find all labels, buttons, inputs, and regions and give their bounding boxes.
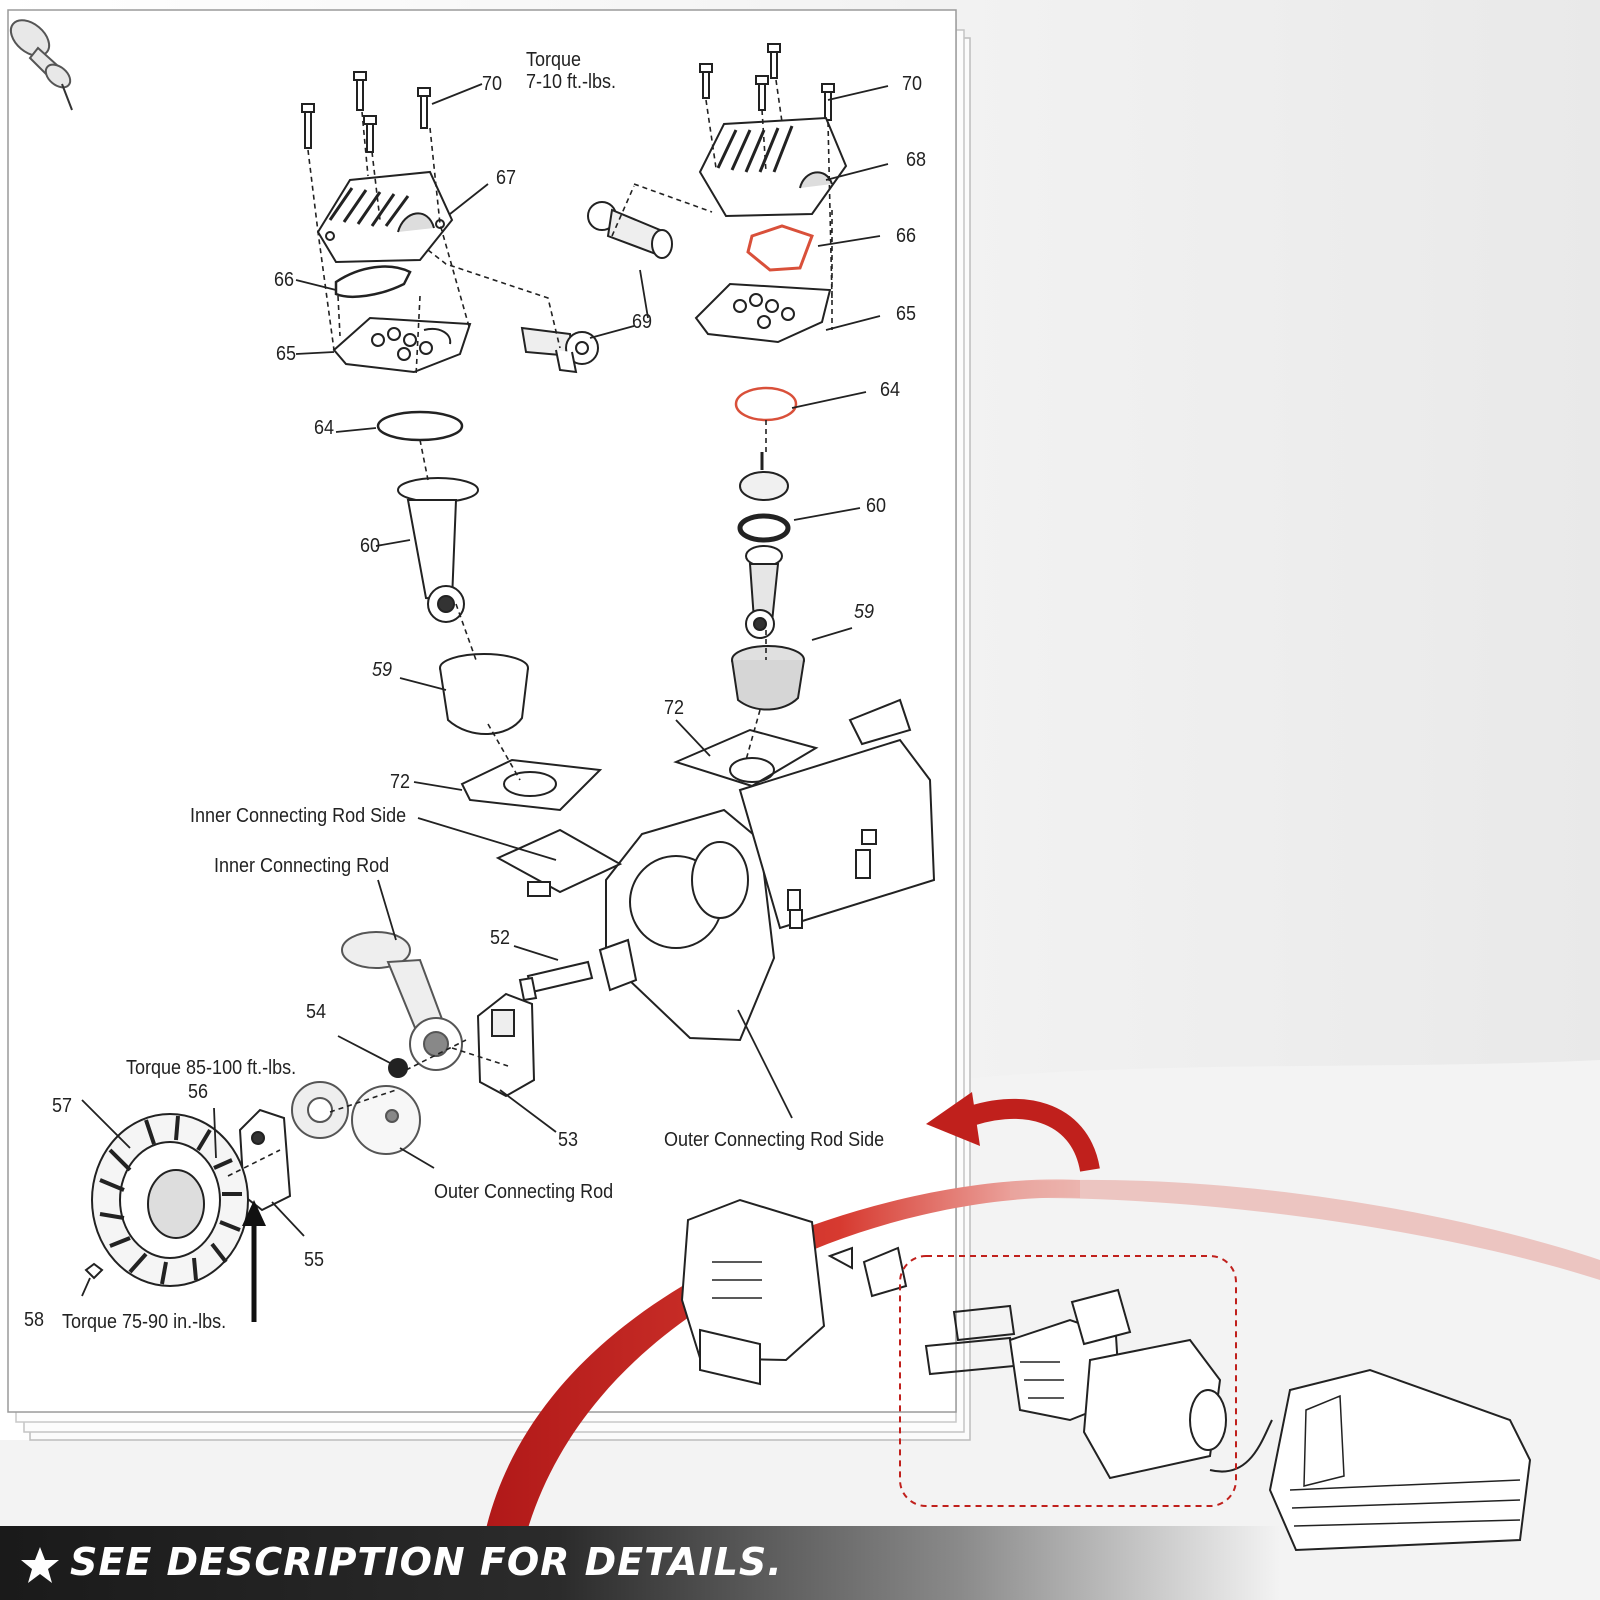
right-label-66: 66 bbox=[896, 225, 917, 247]
label-55: 55 bbox=[304, 1249, 325, 1271]
torque-75-90-label: Torque 75-90 in.-lbs. bbox=[62, 1311, 227, 1333]
red-arrow-head bbox=[926, 1092, 980, 1146]
right-gasket-66 bbox=[746, 224, 814, 272]
right-piston-parts bbox=[731, 452, 805, 711]
left-label-65: 65 bbox=[276, 343, 297, 365]
inset-highlight-box bbox=[899, 1255, 1237, 1507]
left-label-59: 59 bbox=[372, 659, 393, 681]
right-label-64: 64 bbox=[880, 379, 901, 401]
right-cylinder-head bbox=[698, 116, 848, 218]
push-pin-icon bbox=[9, 19, 73, 111]
dashed-guides bbox=[227, 79, 833, 1177]
label-52: 52 bbox=[490, 927, 511, 949]
right-valve-plate-65 bbox=[694, 282, 832, 344]
left-label-60: 60 bbox=[360, 535, 381, 557]
right-label-70: 70 bbox=[902, 73, 923, 95]
torque-top-line1: Torque bbox=[526, 49, 582, 71]
inner-connecting-rod-label: Inner Connecting Rod bbox=[214, 855, 390, 877]
left-label-67: 67 bbox=[496, 167, 517, 189]
left-label-70: 70 bbox=[482, 73, 503, 95]
banner-text: SEE DESCRIPTION FOR DETAILS. bbox=[70, 1540, 783, 1584]
label-57: 57 bbox=[52, 1095, 73, 1117]
left-gasket-72 bbox=[460, 758, 603, 812]
red-fade-arc bbox=[1010, 1179, 1600, 1280]
left-gasket-66 bbox=[334, 265, 412, 298]
details-banner bbox=[0, 1526, 1600, 1600]
washer-54 bbox=[388, 1058, 408, 1078]
left-valve-plate-65 bbox=[332, 316, 472, 374]
label-69: 69 bbox=[632, 311, 653, 333]
right-label-65: 65 bbox=[896, 303, 917, 325]
left-connecting-rod-60 bbox=[397, 477, 479, 623]
crankshaft-52 bbox=[518, 960, 594, 1002]
right-label-68: 68 bbox=[906, 149, 927, 171]
red-arrow-curve bbox=[956, 1098, 1100, 1173]
star-icon bbox=[21, 1547, 59, 1583]
outer-connecting-rod-label: Outer Connecting Rod bbox=[434, 1181, 614, 1203]
left-head-bolts bbox=[301, 71, 431, 153]
eccentric-53 bbox=[476, 992, 536, 1098]
label-53: 53 bbox=[558, 1129, 579, 1151]
left-cylinder-sleeve-59 bbox=[439, 653, 529, 735]
right-label-72: 72 bbox=[664, 697, 685, 719]
label-58: 58 bbox=[24, 1309, 45, 1331]
inner-connecting-rod-side-label: Inner Connecting Rod Side bbox=[190, 805, 407, 827]
fan-wheel-57 bbox=[91, 1113, 249, 1287]
right-label-59: 59 bbox=[854, 601, 875, 623]
valve-69-upper bbox=[587, 201, 673, 259]
label-54: 54 bbox=[306, 1001, 327, 1023]
left-label-72: 72 bbox=[390, 771, 411, 793]
left-label-66: 66 bbox=[274, 269, 295, 291]
inner-connecting-rod bbox=[341, 931, 463, 1071]
inset-assembly bbox=[680, 1198, 1532, 1552]
right-head-bolts bbox=[699, 43, 835, 121]
torque-85-100-label: Torque 85-100 ft.-lbs. bbox=[126, 1057, 297, 1079]
outer-connecting-rod-side-label: Outer Connecting Rod Side bbox=[664, 1129, 885, 1151]
outer-connecting-rod bbox=[291, 1081, 421, 1155]
screw-58 bbox=[84, 1262, 104, 1280]
right-label-60: 60 bbox=[866, 495, 887, 517]
leader-lines bbox=[81, 83, 889, 1297]
torque-top-line2: 7-10 ft.-lbs. bbox=[526, 71, 617, 93]
arrow-head bbox=[242, 1200, 266, 1226]
label-56: 56 bbox=[188, 1081, 209, 1103]
valve-69-lower bbox=[520, 326, 599, 374]
left-label-64: 64 bbox=[314, 417, 335, 439]
left-cylinder-head bbox=[316, 170, 454, 264]
